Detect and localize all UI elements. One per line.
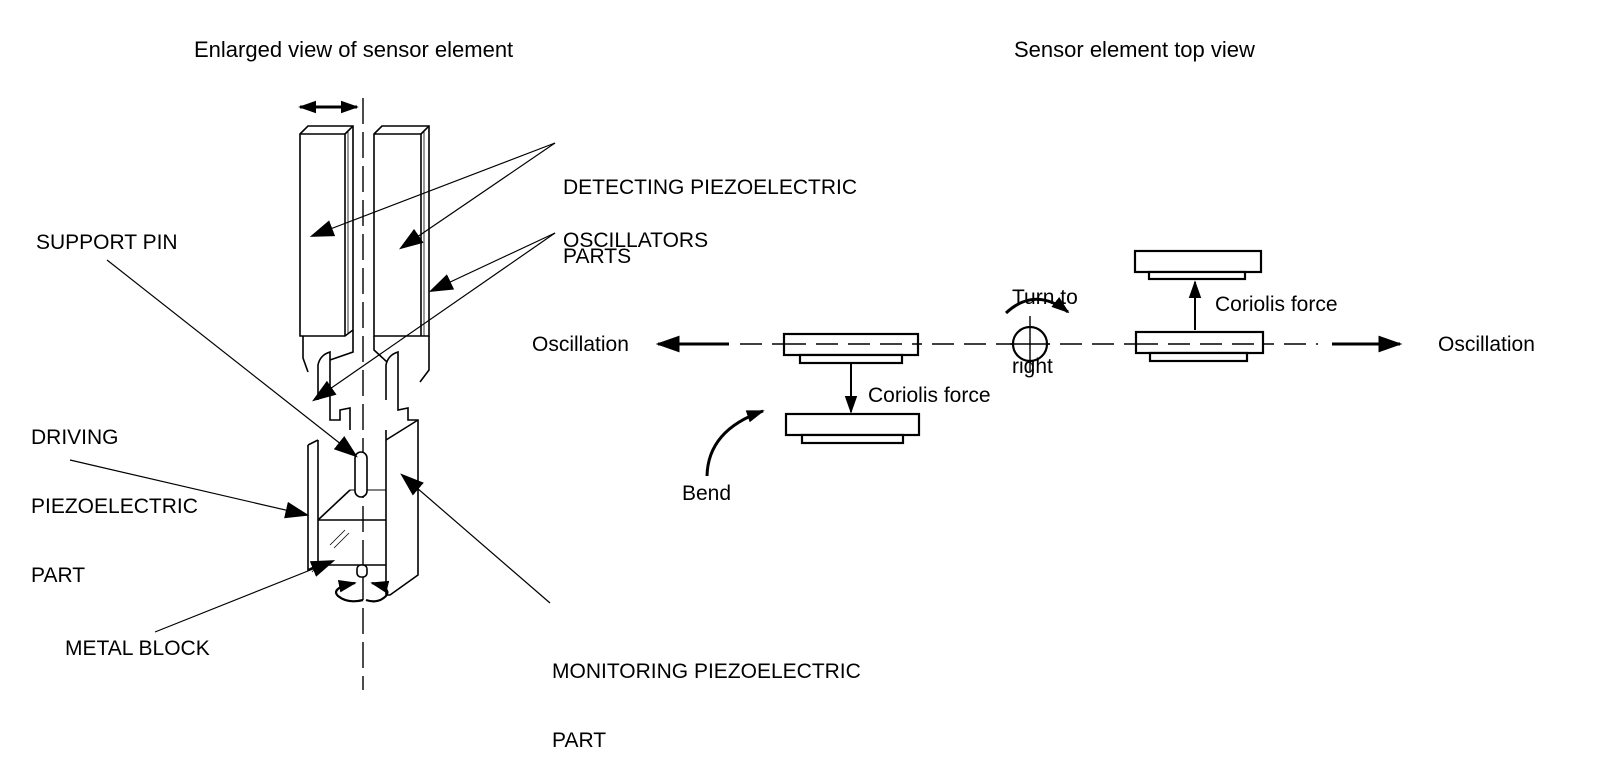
label-line: PARTS bbox=[563, 245, 632, 268]
label-line: DETECTING PIEZOELECTRIC bbox=[563, 176, 858, 199]
label-line: MONITORING PIEZOELECTRIC bbox=[552, 660, 861, 683]
label-oscillators: OSCILLATORS bbox=[563, 229, 709, 252]
label-oscillation-left: Oscillation bbox=[532, 333, 629, 356]
leader-oscillators-right bbox=[428, 232, 556, 293]
label-line: PIEZOELECTRIC bbox=[31, 495, 198, 518]
rotation-center-icon bbox=[1010, 316, 1050, 372]
right-oscillator-tine bbox=[373, 125, 430, 383]
label-oscillation-right: Oscillation bbox=[1438, 333, 1535, 356]
right-view-title: Sensor element top view bbox=[1014, 37, 1255, 62]
left-oscillator-tine bbox=[299, 125, 354, 373]
label-turn-to-right: Turn to right bbox=[1012, 240, 1078, 401]
diagram-canvas bbox=[69, 98, 1403, 690]
bend-arrow-icon bbox=[705, 409, 765, 477]
label-detecting-piezoelectric-parts: DETECTING PIEZOELECTRIC PARTS bbox=[563, 130, 857, 291]
label-bend: Bend bbox=[682, 482, 732, 505]
sensor-element-enlarged-drawing bbox=[69, 98, 556, 690]
rotation-arrow-icon bbox=[334, 580, 364, 603]
label-line: right bbox=[1012, 355, 1053, 378]
sensor-body bbox=[307, 350, 419, 596]
label-coriolis-force-upper: Coriolis force bbox=[1215, 293, 1338, 316]
right-element-rest bbox=[1134, 330, 1265, 363]
left-view-title: Enlarged view of sensor element bbox=[194, 37, 514, 62]
leader-monitoring bbox=[400, 473, 551, 604]
rotation-arrow-icon bbox=[365, 580, 390, 603]
label-coriolis-force-lower: Coriolis force bbox=[868, 384, 991, 407]
label-line: PART bbox=[552, 729, 607, 752]
label-metal-block: METAL BLOCK bbox=[65, 637, 210, 660]
leader-detecting-left bbox=[309, 142, 556, 237]
left-element-rest bbox=[782, 332, 920, 365]
leader-driving bbox=[69, 459, 310, 519]
support-pin bbox=[354, 451, 368, 498]
label-line: Turn to bbox=[1012, 286, 1078, 309]
leader-oscillators-left bbox=[312, 232, 556, 402]
sensor-top-view-drawing bbox=[655, 249, 1403, 477]
left-element-displaced bbox=[784, 412, 921, 445]
label-driving-piezoelectric-part: DRIVING PIEZOELECTRIC PART bbox=[31, 380, 198, 610]
label-line: DRIVING bbox=[31, 426, 119, 449]
leader-detecting-right bbox=[399, 142, 556, 250]
label-support-pin: SUPPORT PIN bbox=[36, 231, 178, 254]
right-element-displaced bbox=[1133, 249, 1263, 281]
leader-support-pin bbox=[106, 259, 358, 458]
leader-metal-block bbox=[154, 560, 336, 633]
label-line: PART bbox=[31, 564, 86, 587]
label-monitoring-piezoelectric-part: MONITORING PIEZOELECTRIC PART bbox=[552, 614, 861, 775]
turn-right-arrow-icon bbox=[1004, 297, 1070, 315]
